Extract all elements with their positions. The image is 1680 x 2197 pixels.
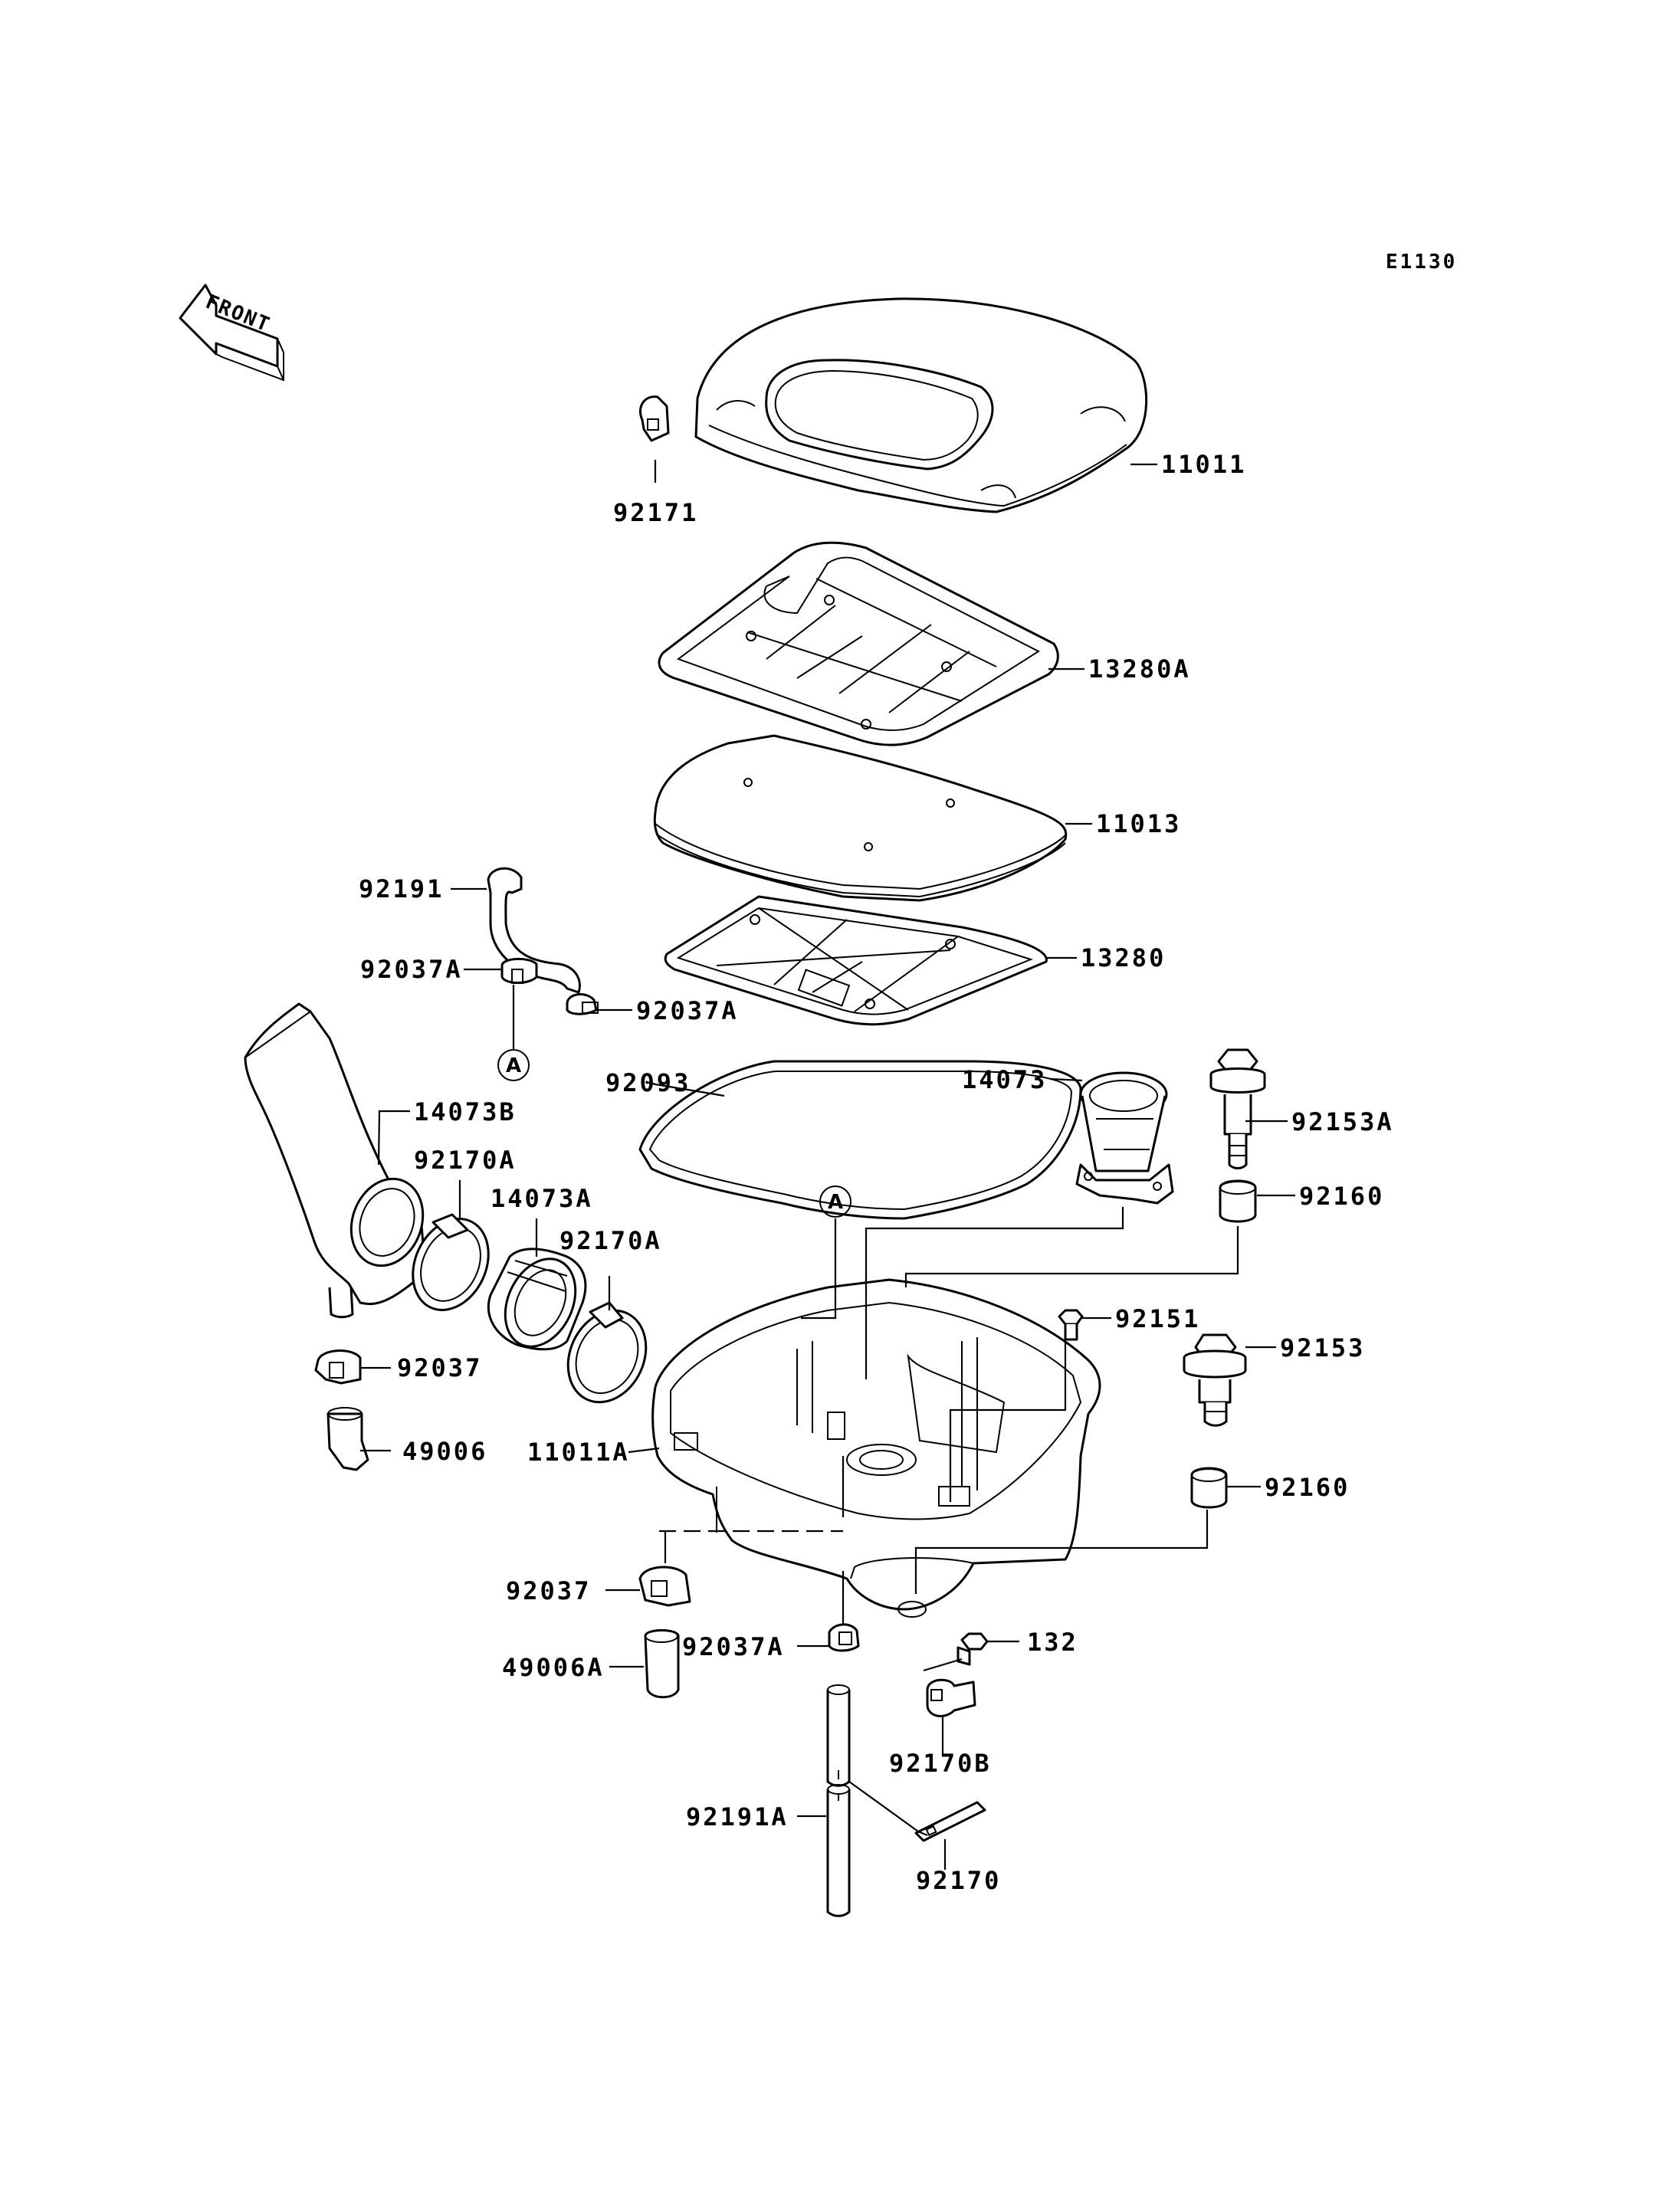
label-92191A: 92191A bbox=[686, 1802, 789, 1831]
label-14073A: 14073A bbox=[491, 1184, 593, 1213]
clamp-92170B bbox=[926, 1678, 976, 1717]
clamp-92037A-upper-left bbox=[500, 958, 538, 984]
label-92170: 92170 bbox=[916, 1866, 1001, 1895]
connector-a-upper: A bbox=[497, 1049, 530, 1081]
label-49006A: 49006A bbox=[502, 1653, 605, 1682]
air-cleaner-cover bbox=[694, 297, 1148, 513]
label-92037-left: 92037 bbox=[397, 1353, 482, 1382]
label-92037A-bottom: 92037A bbox=[682, 1632, 785, 1661]
damper-upper bbox=[1219, 1179, 1257, 1223]
collar-bolt-upper bbox=[1209, 1048, 1266, 1169]
intake-duct bbox=[244, 1002, 427, 1319]
clamp-92037A-upper-right bbox=[566, 993, 599, 1015]
cap-49006 bbox=[326, 1407, 369, 1471]
hose-clamp-92170A-left bbox=[412, 1213, 490, 1311]
gasket bbox=[638, 1060, 1082, 1220]
label-92160-upper: 92160 bbox=[1299, 1182, 1384, 1211]
drain-hose bbox=[826, 1684, 851, 1917]
collar-bolt-lower bbox=[1183, 1333, 1247, 1427]
callout-labels: 92171 11011 13280A 11013 13280 92191 920… bbox=[359, 450, 1394, 1895]
svg-text:A: A bbox=[828, 1191, 843, 1214]
label-13280A: 13280A bbox=[1088, 654, 1191, 684]
air-cleaner-case bbox=[651, 1278, 1101, 1618]
label-92153A: 92153A bbox=[1291, 1107, 1394, 1136]
svg-text:A: A bbox=[506, 1054, 521, 1077]
clamp-92037-left bbox=[314, 1349, 362, 1385]
clip-92171 bbox=[639, 395, 670, 442]
label-11013: 11013 bbox=[1096, 809, 1181, 838]
diagram-code: E1130 bbox=[1386, 251, 1457, 274]
label-92171: 92171 bbox=[613, 498, 698, 527]
element-frame-upper bbox=[658, 541, 1059, 746]
label-92160-lower: 92160 bbox=[1265, 1473, 1350, 1502]
hose-clamp-92170A-right bbox=[566, 1301, 648, 1404]
label-92037A-top-right: 92037A bbox=[636, 996, 739, 1025]
leader-lines bbox=[360, 460, 1295, 1870]
element-frame-lower bbox=[664, 895, 1048, 1026]
label-92153: 92153 bbox=[1280, 1333, 1365, 1362]
label-92170B: 92170B bbox=[889, 1749, 992, 1778]
air-element bbox=[653, 734, 1068, 902]
screw-132 bbox=[956, 1632, 989, 1666]
label-14073: 14073 bbox=[962, 1065, 1047, 1094]
label-92151: 92151 bbox=[1115, 1304, 1200, 1333]
front-arrow-icon: FRONT bbox=[179, 284, 284, 382]
label-92037-lower: 92037 bbox=[506, 1576, 591, 1605]
label-92191: 92191 bbox=[359, 874, 444, 903]
label-14073B: 14073B bbox=[414, 1097, 517, 1126]
clamp-92037-lower bbox=[638, 1566, 691, 1607]
label-92037A-top-left: 92037A bbox=[360, 955, 463, 984]
label-92093: 92093 bbox=[605, 1068, 691, 1097]
intake-funnel bbox=[1075, 1071, 1174, 1205]
label-13280: 13280 bbox=[1081, 943, 1166, 972]
label-11011: 11011 bbox=[1161, 450, 1246, 479]
label-132: 132 bbox=[1027, 1628, 1078, 1657]
label-49006: 49006 bbox=[402, 1437, 487, 1466]
label-92170A-right: 92170A bbox=[559, 1226, 662, 1255]
drain-plug-49006A bbox=[644, 1629, 680, 1699]
connector-a-lower: A bbox=[819, 1185, 851, 1218]
bolt-92151 bbox=[1058, 1309, 1084, 1341]
damper-lower bbox=[1190, 1467, 1228, 1509]
band-92170 bbox=[914, 1801, 986, 1842]
label-92170A-left: 92170A bbox=[414, 1146, 517, 1175]
intake-boot bbox=[487, 1248, 587, 1351]
clamp-92037A-lower bbox=[828, 1623, 860, 1652]
label-11011A: 11011A bbox=[527, 1438, 630, 1467]
